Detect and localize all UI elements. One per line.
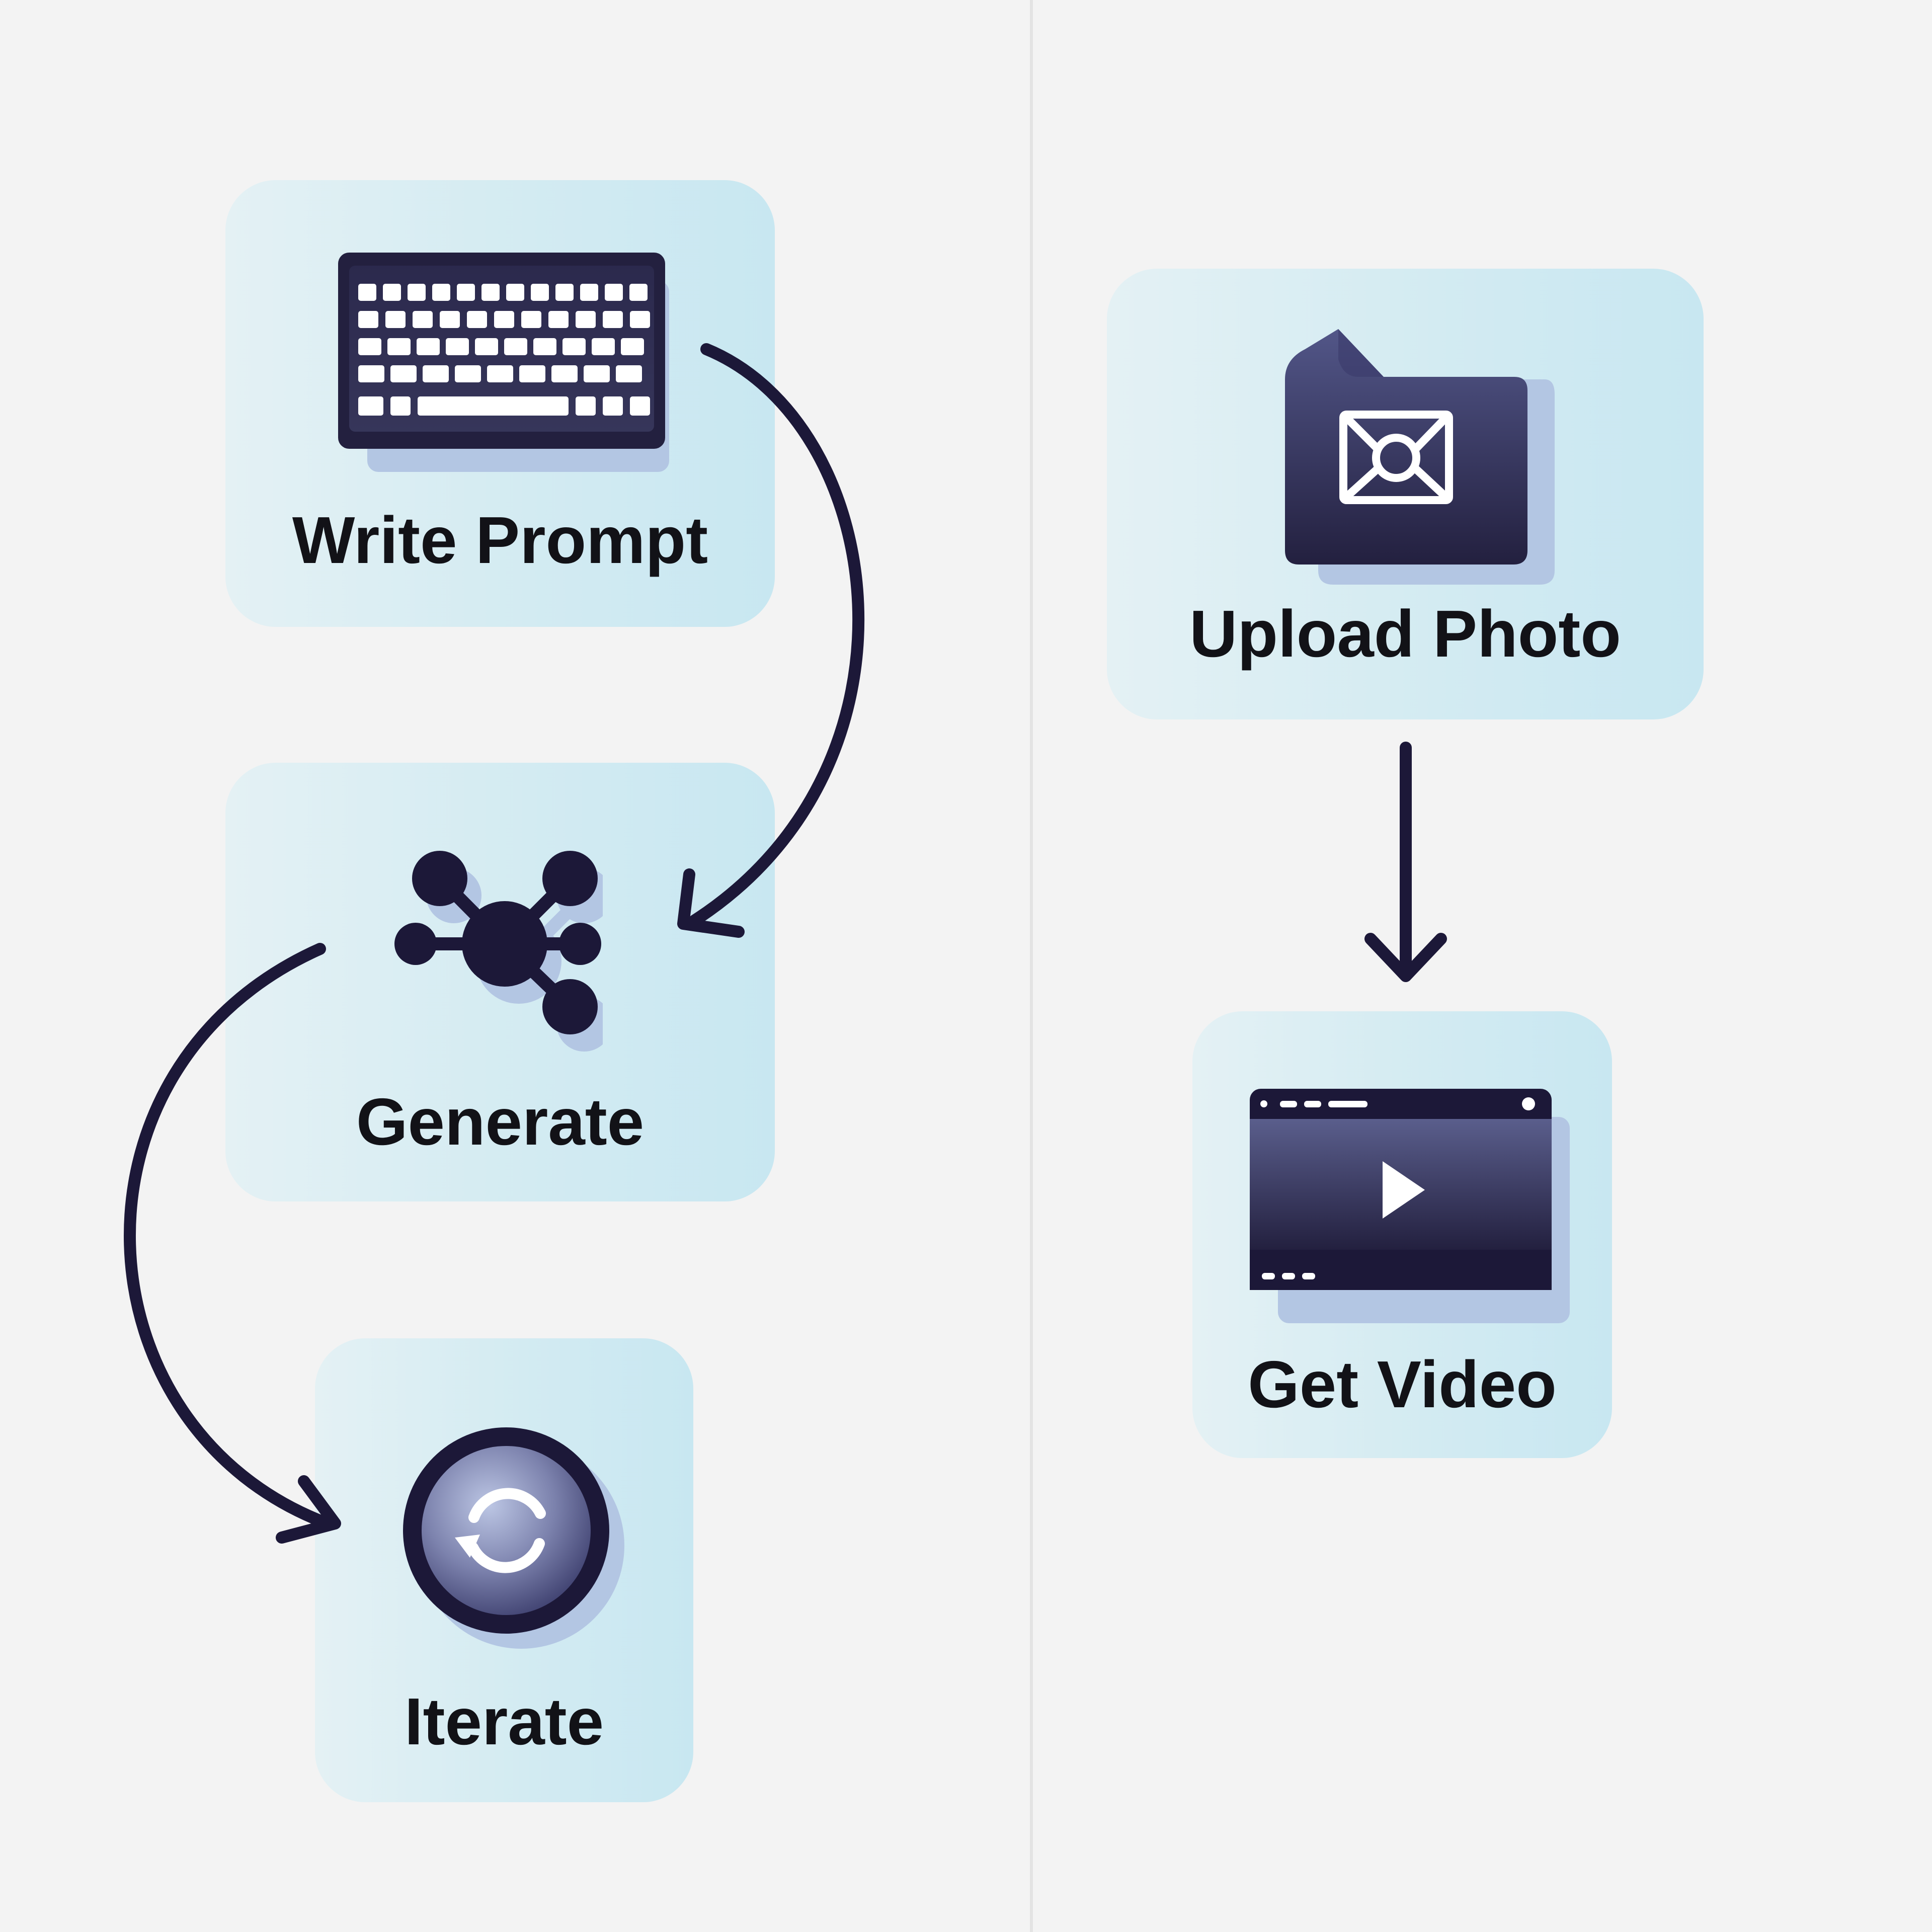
keyboard-key [358,338,381,355]
arrowhead-upload-to-video [1364,933,1447,982]
keyboard-key [385,311,406,328]
keyboard-key [621,338,644,355]
keyboard-key [481,284,500,301]
keyboard-key [358,365,384,382]
keyboard-key [413,311,433,328]
video-player-icon [1250,1089,1570,1323]
step-card-iterate: Iterate [315,1338,693,1802]
keyboard-key [592,338,615,355]
keyboard-key [494,311,514,328]
keyboard-key [603,311,623,328]
refresh-cycle-icon [403,1427,624,1649]
keyboard-key [584,365,610,382]
keyboard-key [616,365,642,382]
keyboard-key [576,311,596,328]
photo-folder-icon [1285,329,1555,585]
keyboard-key [630,311,650,328]
step-card-write-prompt: Write Prompt [225,180,775,627]
step-label: Generate [356,1085,645,1159]
step-card-upload-photo: Upload Photo [1107,269,1704,719]
step-label: Write Prompt [292,503,708,577]
step-label: Iterate [404,1684,604,1758]
keyboard-key [383,284,401,301]
step-label: Upload Photo [1189,597,1621,671]
column-divider [1030,0,1033,1932]
keyboard-key [548,311,569,328]
keyboard-key [519,365,545,382]
keyboard-key [555,284,574,301]
step-label: Get Video [1248,1347,1557,1421]
keyboard-key [580,284,598,301]
keyboard-icon [338,253,669,472]
keyboard-key [506,284,524,301]
keyboard-key [390,396,411,416]
keyboard-key [605,284,623,301]
step-card-get-video: Get Video [1192,1011,1612,1458]
keyboard-key [630,396,650,416]
keyboard-key [358,284,376,301]
keyboard-key [562,338,586,355]
keyboard-key [551,365,578,382]
keyboard-key [576,396,596,416]
keyboard-key [387,338,411,355]
keyboard-key [417,338,440,355]
keyboard-key [390,365,417,382]
keyboard-key [423,365,449,382]
keyboard-key [531,284,549,301]
keyboard-key [432,284,450,301]
keyboard-key [629,284,648,301]
keyboard-key [358,396,383,416]
keyboard-key [521,311,541,328]
step-card-generate: Generate [225,763,775,1201]
keyboard-key [457,284,475,301]
keyboard-key [358,311,378,328]
keyboard-key [603,396,623,416]
keyboard-key [475,338,498,355]
keyboard-key [446,338,469,355]
keyboard-key [487,365,513,382]
keyboard-key [533,338,556,355]
keyboard-key [440,311,460,328]
keyboard-spacebar [418,396,569,416]
keyboard-key [455,365,481,382]
keyboard-key [467,311,487,328]
keyboard-key [408,284,426,301]
keyboard-key [504,338,527,355]
network-hub-icon [394,851,603,1052]
